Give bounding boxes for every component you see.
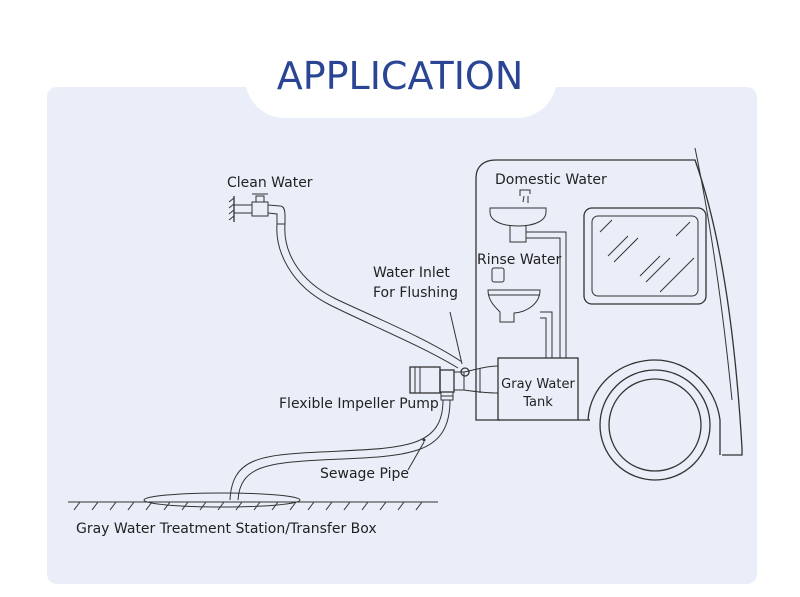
label-clean-water: Clean Water	[227, 175, 313, 191]
toilet	[487, 267, 553, 358]
label-domestic-water: Domestic Water	[495, 172, 607, 188]
vehicle	[475, 147, 743, 481]
title-tab	[245, 40, 557, 118]
label-gray-water-tank-line1: Gray Water	[501, 377, 575, 392]
diagram-panel	[47, 87, 757, 584]
ground	[68, 492, 438, 511]
label-sewage-pipe: Sewage Pipe	[320, 466, 409, 482]
gray-water-tank	[497, 357, 579, 421]
clean-water-hose	[276, 223, 463, 369]
label-rinse-water: Rinse Water	[477, 252, 561, 268]
label-treatment-station: Gray Water Treatment Station/Transfer Bo…	[76, 521, 377, 537]
sink	[489, 189, 567, 358]
faucet	[228, 193, 286, 225]
sewage-pipe	[229, 399, 451, 501]
page-title: APPLICATION	[276, 54, 524, 98]
label-flexible-impeller-pump: Flexible Impeller Pump	[279, 396, 439, 412]
label-gray-water-tank-line2: Tank	[522, 395, 553, 410]
label-water-inlet-line1: Water Inlet	[373, 265, 450, 281]
flexible-impeller-pump	[409, 311, 499, 401]
label-water-inlet-line2: For Flushing	[373, 285, 458, 301]
